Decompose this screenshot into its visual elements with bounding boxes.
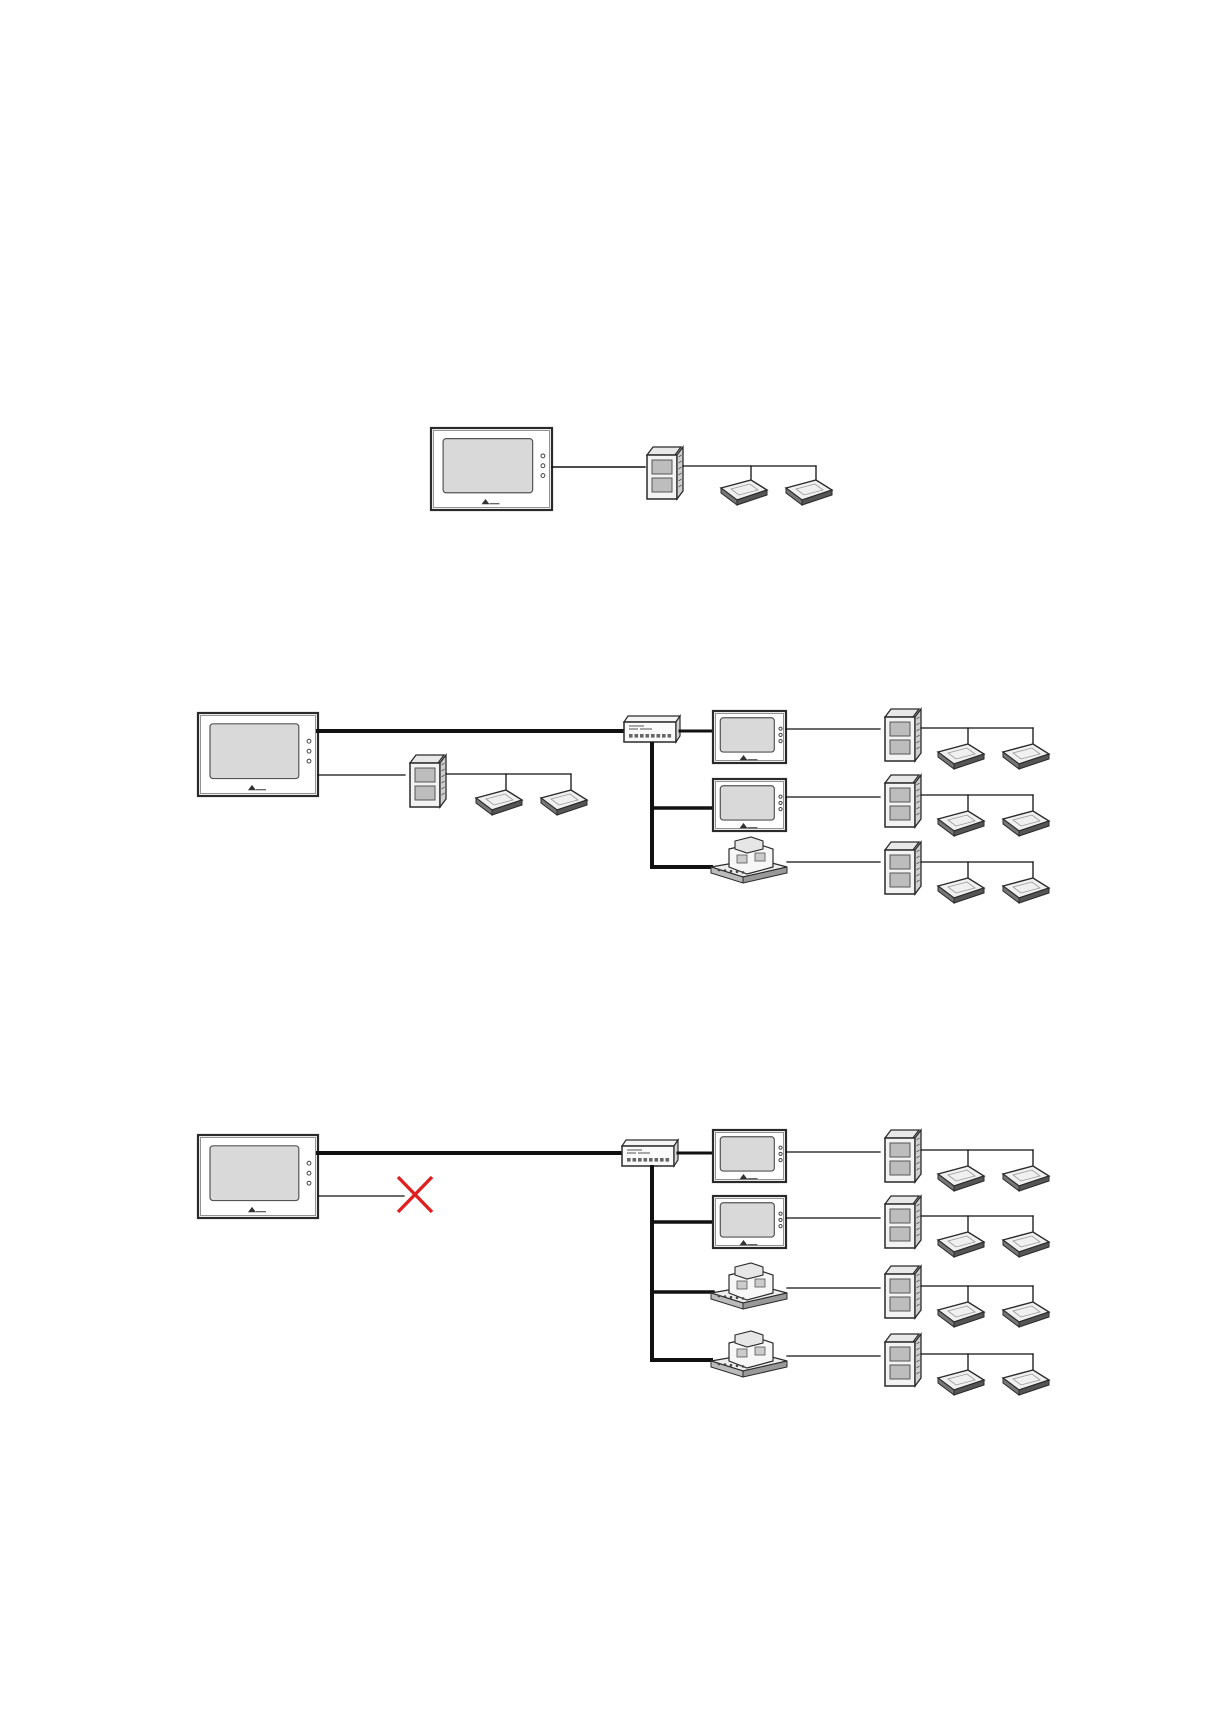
outdoor-unit-icon [885,1334,921,1386]
touch-panel-icon [431,428,552,510]
ceiling-cassette-icon [1003,744,1049,769]
ceiling-cassette-icon [938,1370,984,1395]
ceiling-cassette-icon [786,480,832,505]
outdoor-unit-icon [885,1130,921,1182]
ceiling-cassette-icon [938,1166,984,1191]
outdoor-indoor-group [885,1196,1049,1257]
outdoor-indoor-group [885,1266,1049,1327]
outdoor-indoor-group [885,775,1049,836]
ceiling-cassette-icon [938,1232,984,1257]
diagram-networked-system-no-local [198,1130,1049,1395]
touch-panel-icon [198,1135,318,1218]
ceiling-cassette-icon [1003,811,1049,836]
touch-panel-icon [713,711,786,763]
outdoor-unit-icon [647,447,683,499]
outdoor-unit-icon [885,842,921,894]
din-rail-interface-icon [711,837,787,883]
outdoor-indoor-group [885,842,1049,903]
diagram-networked-system [198,709,1049,903]
outdoor-unit-icon [885,709,921,761]
ceiling-cassette-icon [1003,878,1049,903]
cross-icon [398,1177,432,1212]
touch-panel-icon [713,1130,786,1182]
ceiling-cassette-icon [721,480,767,505]
outdoor-unit-icon [885,1196,921,1248]
ceiling-cassette-icon [938,811,984,836]
ceiling-cassette-icon [938,1302,984,1327]
ceiling-cassette-icon [938,744,984,769]
ceiling-cassette-icon [1003,1166,1049,1191]
connection-line [652,1165,713,1360]
outdoor-unit-icon [410,755,446,807]
din-rail-interface-icon [711,1331,787,1377]
ceiling-cassette-icon [476,790,522,815]
ceiling-cassette-icon [938,878,984,903]
touch-panel-icon [713,1196,786,1248]
ethernet-hub-icon [624,716,680,742]
diagram-single-system [431,428,832,510]
touch-panel-icon [198,713,318,796]
touch-panel-icon [713,779,786,831]
ethernet-hub-icon [622,1140,678,1166]
outdoor-indoor-group [885,1130,1049,1191]
ceiling-cassette-icon [1003,1302,1049,1327]
outdoor-indoor-group [885,1334,1049,1395]
outdoor-unit-icon [885,775,921,827]
ceiling-cassette-icon [1003,1370,1049,1395]
ceiling-cassette-icon [541,790,587,815]
connection-line [652,742,713,867]
ceiling-cassette-icon [1003,1232,1049,1257]
outdoor-unit-icon [885,1266,921,1318]
din-rail-interface-icon [711,1263,787,1309]
outdoor-indoor-group [410,755,587,815]
outdoor-indoor-group [885,709,1049,769]
